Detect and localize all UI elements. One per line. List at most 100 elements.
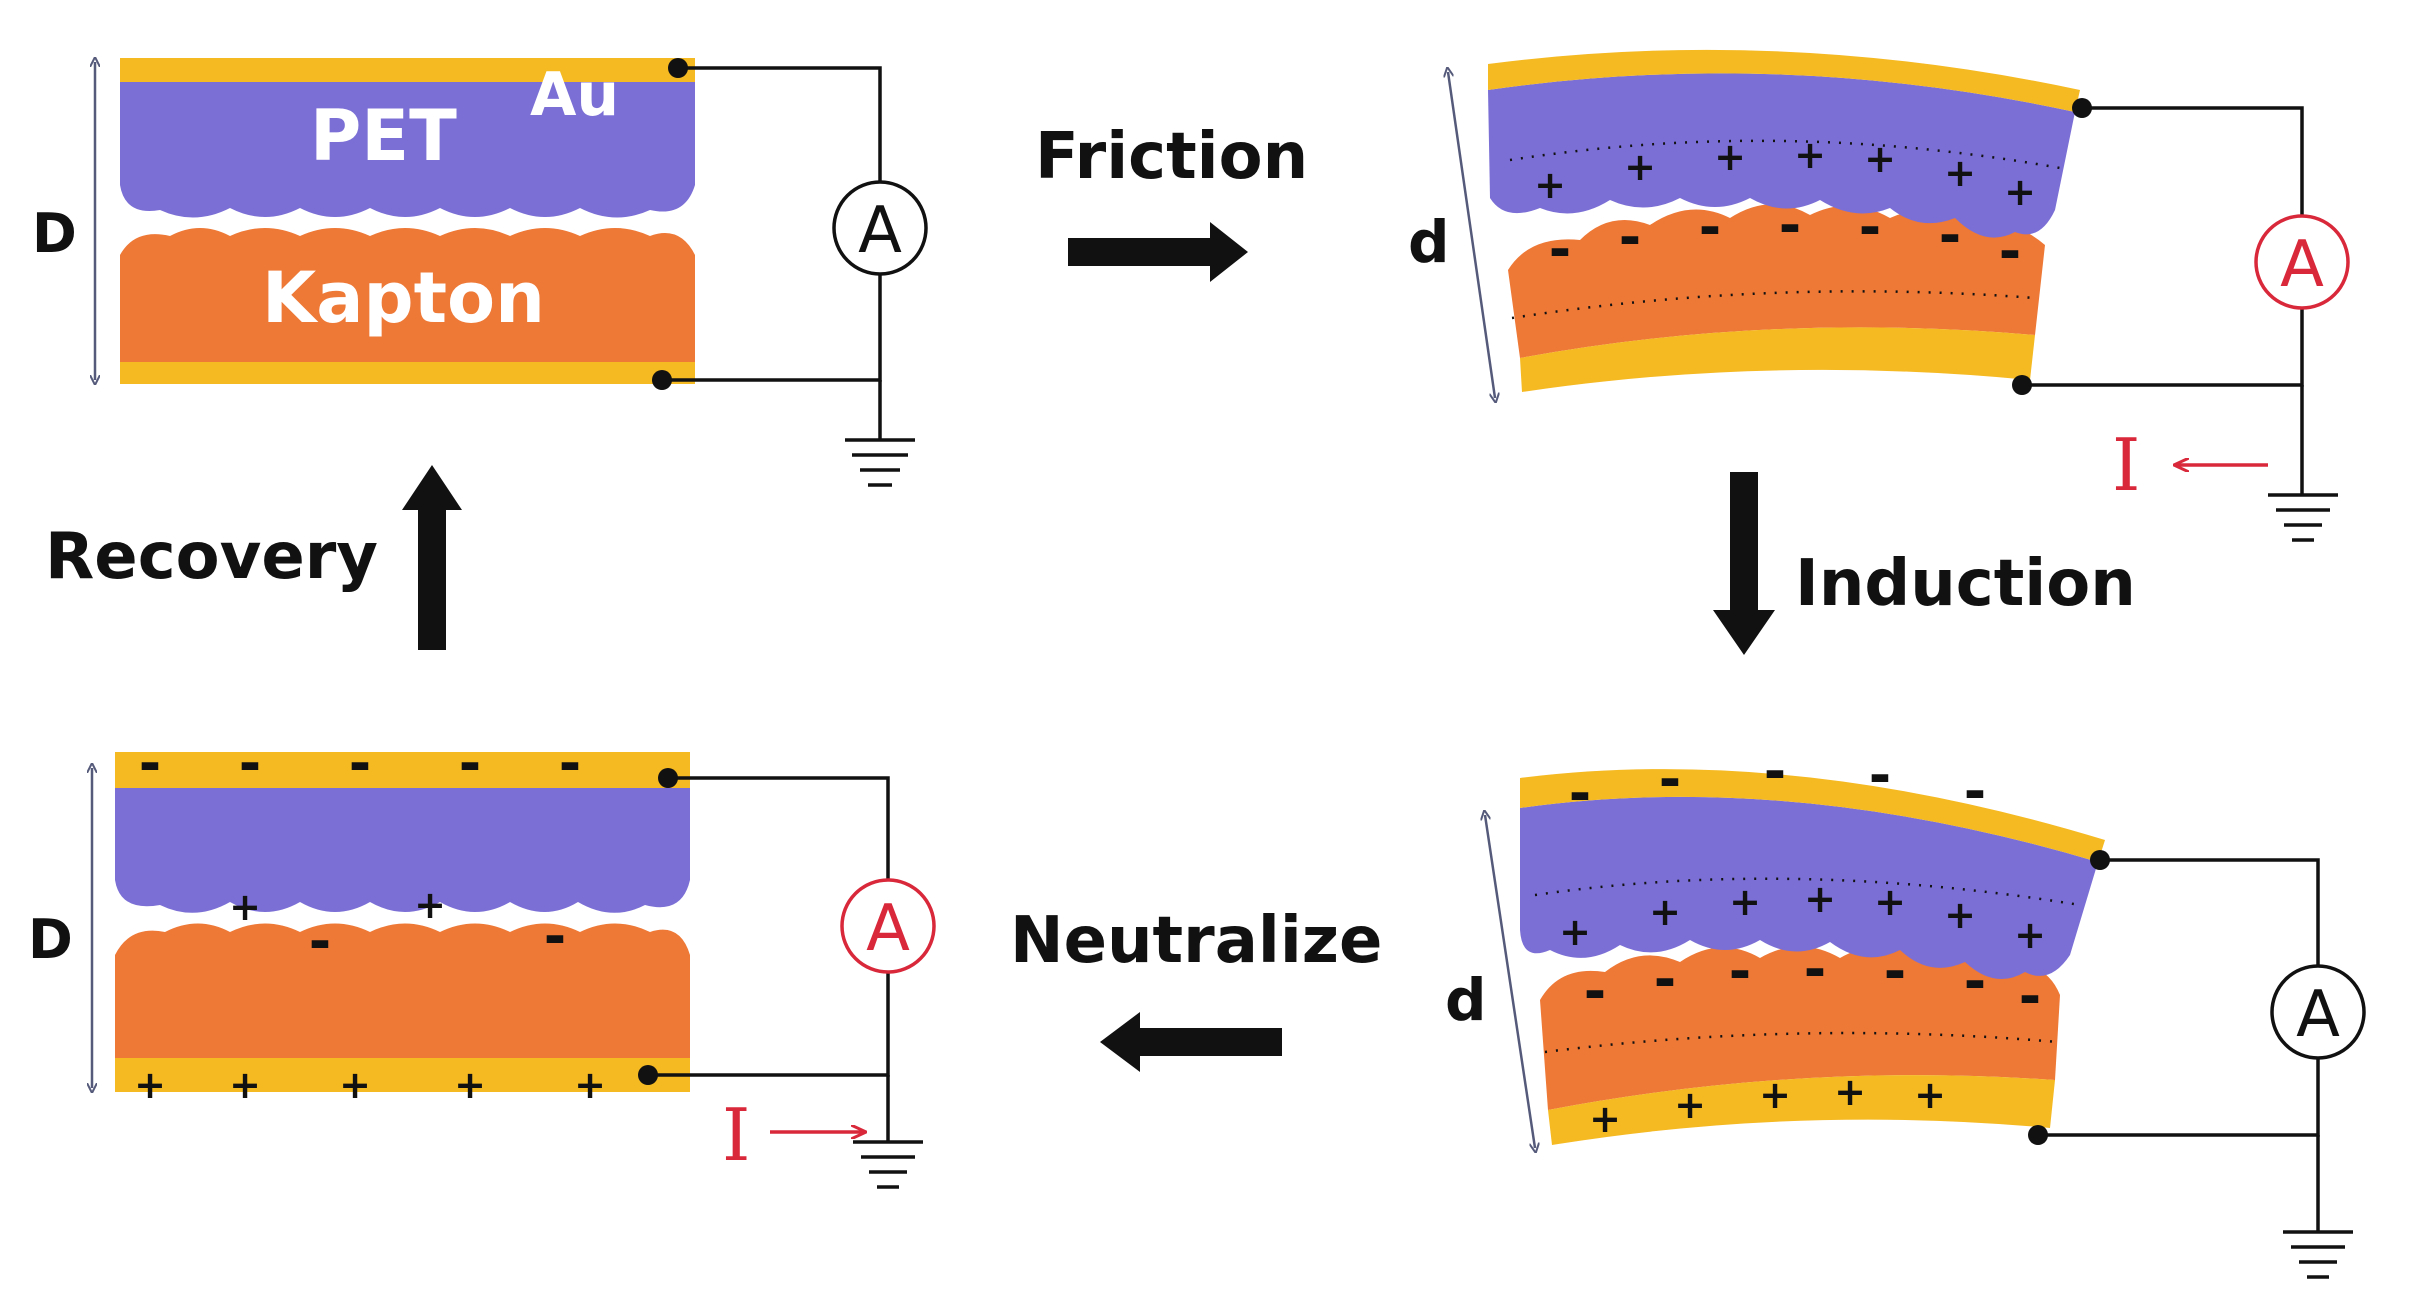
kapton-layer <box>1540 946 2060 1110</box>
svg-text:+: + <box>574 1063 606 1107</box>
charge-plane <box>1534 877 2081 907</box>
svg-text:-: - <box>1659 748 1681 811</box>
svg-text:+: + <box>1914 1073 1946 1117</box>
circuit-wiring <box>2038 858 2353 1279</box>
svg-text:-: - <box>139 732 161 795</box>
step-label-recovery: Recovery <box>45 520 378 594</box>
svg-text:+: + <box>1874 880 1906 924</box>
pet-layer <box>115 788 690 913</box>
svg-text:+: + <box>1804 877 1836 921</box>
contact-dot <box>2090 850 2110 870</box>
ammeter-icon <box>832 180 928 276</box>
svg-text:+: + <box>1944 151 1976 195</box>
contact-dot <box>668 58 688 78</box>
svg-text:+: + <box>1589 1097 1621 1141</box>
svg-text:-: - <box>1549 218 1571 281</box>
svg-text:+: + <box>339 1063 371 1107</box>
svg-text:+: + <box>414 883 446 927</box>
negative-charges: - - <box>309 905 566 973</box>
svg-text:+: + <box>1729 880 1761 924</box>
negative-charges: - - - - - - - <box>1584 938 2041 1028</box>
svg-text:-: - <box>1804 938 1826 1001</box>
svg-text:-: - <box>1619 206 1641 269</box>
material-label-au: Au <box>530 60 619 130</box>
svg-text:+: + <box>2014 913 2046 957</box>
positive-charges: + + <box>229 883 446 929</box>
gap-label-D: D <box>28 908 73 971</box>
contact-dot <box>652 370 672 390</box>
arrow-up-icon <box>402 465 462 650</box>
arrow-down-icon <box>1713 472 1775 655</box>
material-label-pet: PET <box>310 95 457 177</box>
gap-label-d: d <box>1445 966 1487 1034</box>
top-electrode <box>115 752 690 788</box>
svg-text:-: - <box>1569 762 1591 825</box>
svg-text:+: + <box>1834 1070 1866 1114</box>
positive-charges: + + + + + + + <box>1534 133 2036 214</box>
contact-dot <box>2012 375 2032 395</box>
svg-text:-: - <box>559 732 581 795</box>
positive-charges: + + + + + + + <box>1559 877 2046 957</box>
svg-text:+: + <box>1714 135 1746 179</box>
ammeter-icon <box>2254 214 2350 310</box>
ammeter-symbol: A <box>2296 978 2340 1052</box>
top-electrode <box>1520 769 2105 862</box>
arrow-left-icon <box>1100 1012 1282 1072</box>
svg-text:+: + <box>1559 910 1591 954</box>
step-label-friction: Friction <box>1035 120 1308 194</box>
ammeter-icon <box>840 878 936 974</box>
svg-text:-: - <box>1999 220 2021 283</box>
svg-text:-: - <box>1584 960 1606 1023</box>
transition-recovery: Recovery <box>45 465 462 650</box>
svg-text:-: - <box>1964 950 1986 1013</box>
svg-text:-: - <box>1764 740 1786 803</box>
svg-text:-: - <box>1859 196 1881 259</box>
circuit-wiring <box>662 66 915 487</box>
pet-layer <box>1488 73 2075 238</box>
kapton-layer <box>1508 204 2045 358</box>
transition-friction: Friction <box>1035 120 1308 282</box>
svg-text:-: - <box>239 732 261 795</box>
current-label: I <box>722 1093 750 1177</box>
gap-arrow <box>1448 72 1495 398</box>
step-label-induction: Induction <box>1795 547 2136 621</box>
top-electrode <box>120 58 695 82</box>
panel-induction: d - - - - - + + + + + + + - - - <box>1445 740 2366 1279</box>
induced-positive-charges: + + + + + <box>1589 1070 1946 1141</box>
contact-dot <box>638 1065 658 1085</box>
ammeter-symbol: A <box>858 194 902 268</box>
svg-text:-: - <box>2019 965 2041 1028</box>
kapton-layer <box>120 228 695 362</box>
current-label: I <box>2112 423 2140 507</box>
pet-layer <box>120 82 695 218</box>
step-label-neutralize: Neutralize <box>1010 904 1382 978</box>
bottom-electrode <box>120 362 695 384</box>
svg-text:-: - <box>1964 760 1986 823</box>
svg-text:+: + <box>1649 890 1681 934</box>
svg-text:-: - <box>1699 196 1721 259</box>
panel-friction: d + + + + + + + - - - - - - - <box>1408 49 2350 542</box>
svg-text:+: + <box>1944 893 1976 937</box>
bottom-electrode <box>1520 327 2035 392</box>
svg-text:-: - <box>544 905 566 968</box>
bottom-electrode <box>115 1058 690 1092</box>
arrow-right-icon <box>1068 222 1248 282</box>
svg-text:+: + <box>1674 1083 1706 1127</box>
svg-text:+: + <box>229 1063 261 1107</box>
svg-text:+: + <box>1534 163 1566 207</box>
svg-text:+: + <box>1794 133 1826 177</box>
top-electrode <box>1488 49 2080 112</box>
charge-plane <box>1511 290 2036 320</box>
contact-dot <box>2072 98 2092 118</box>
svg-text:+: + <box>1759 1073 1791 1117</box>
svg-text:-: - <box>1654 948 1676 1011</box>
charge-plane <box>1509 139 2061 170</box>
ammeter-symbol: A <box>866 892 910 966</box>
contact-dot <box>2028 1125 2048 1145</box>
transition-induction: Induction <box>1713 472 2136 655</box>
transition-neutralize: Neutralize <box>1010 904 1382 1072</box>
negative-charges: - - - - - - - <box>1549 194 2021 283</box>
svg-text:-: - <box>1884 940 1906 1003</box>
svg-text:+: + <box>1864 137 1896 181</box>
gap-label-d: d <box>1408 208 1450 276</box>
